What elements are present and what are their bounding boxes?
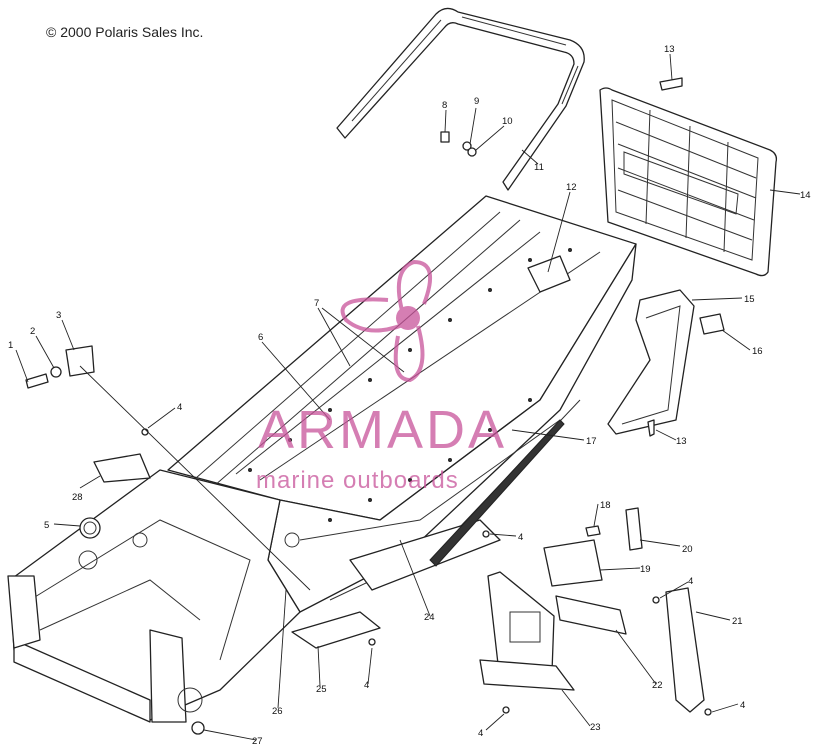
callout-19: 19 — [640, 564, 651, 575]
callout-26: 26 — [272, 706, 283, 717]
callout-14: 14 — [800, 190, 811, 201]
callout-17: 17 — [586, 436, 597, 447]
rear-snow-flap — [599, 87, 778, 277]
callout-2: 2 — [30, 326, 35, 337]
watermark-tagline: marine outboards — [256, 467, 459, 494]
copyright-notice: © 2000 Polaris Sales Inc. — [46, 24, 204, 40]
callout-10: 10 — [502, 116, 513, 127]
watermark-brand: ARMADA — [258, 400, 507, 460]
callout-13b: 13 — [676, 436, 687, 447]
callout-labels: 1 2 3 4 5 6 7 8 9 10 11 12 13 13 14 15 1… — [8, 44, 811, 745]
callout-1: 1 — [8, 340, 13, 351]
side-deflector — [607, 289, 725, 435]
fasteners — [25, 77, 712, 735]
callout-20: 20 — [682, 544, 693, 555]
callout-16: 16 — [752, 346, 763, 357]
armada-watermark: ARMADA marine outboards — [256, 259, 507, 494]
callout-3: 3 — [56, 310, 61, 321]
callout-25: 25 — [316, 684, 327, 695]
callout-5: 5 — [44, 520, 49, 531]
callout-7: 7 — [314, 298, 319, 309]
callout-9: 9 — [474, 96, 479, 107]
leader-lines — [15, 53, 801, 741]
callout-4: 4 — [177, 402, 182, 413]
callout-18: 18 — [600, 500, 611, 511]
callout-22: 22 — [652, 680, 663, 691]
callout-4f: 4 — [740, 700, 745, 711]
callout-28: 28 — [72, 492, 83, 503]
rear-bumper-bar — [336, 7, 585, 191]
callout-27: 27 — [252, 736, 263, 745]
callout-24: 24 — [424, 612, 435, 623]
propeller-logo-icon — [340, 259, 433, 383]
callout-6: 6 — [258, 332, 263, 343]
callout-4e: 4 — [478, 728, 483, 739]
callout-4c: 4 — [688, 576, 693, 587]
small-brackets — [479, 507, 705, 713]
callout-23: 23 — [590, 722, 601, 733]
callout-21: 21 — [732, 616, 743, 627]
front-bracket — [79, 453, 151, 539]
callout-12: 12 — [566, 182, 577, 193]
callout-13: 13 — [664, 44, 675, 55]
callout-8: 8 — [442, 100, 447, 111]
callout-15: 15 — [744, 294, 755, 305]
callout-4d: 4 — [364, 680, 369, 691]
callout-11: 11 — [534, 162, 544, 173]
callout-4b: 4 — [518, 532, 523, 543]
